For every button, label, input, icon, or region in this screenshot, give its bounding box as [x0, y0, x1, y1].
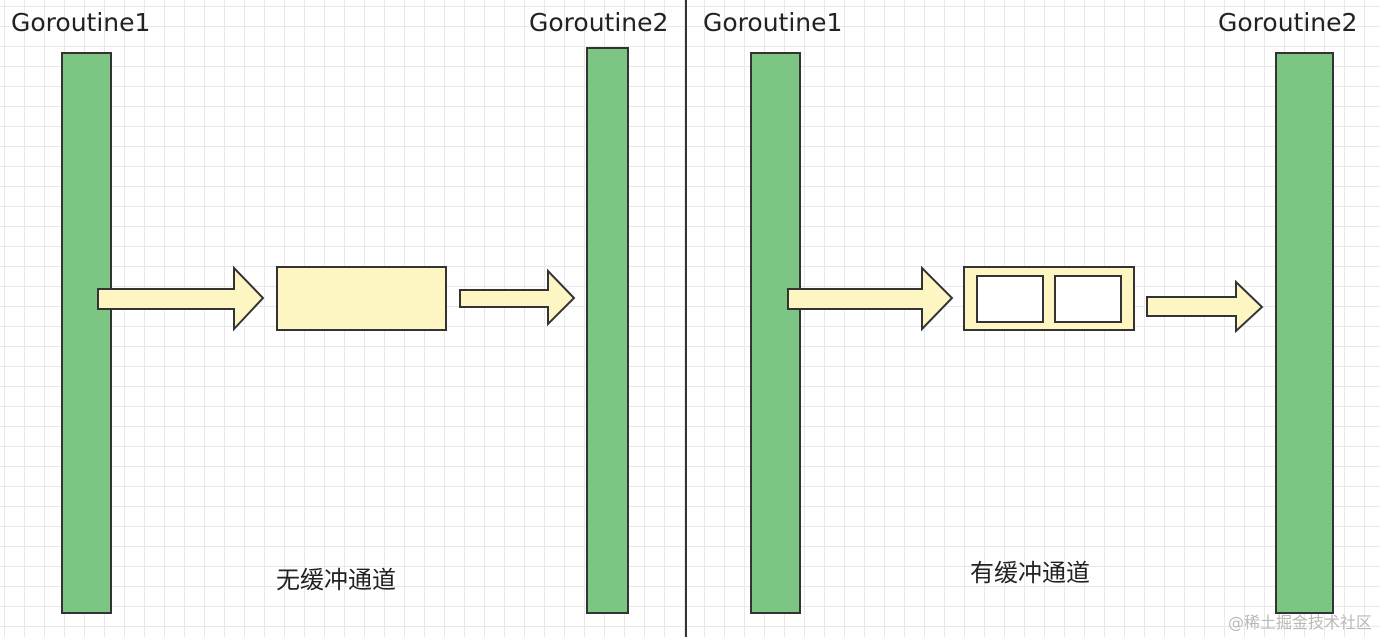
buffer-slot-1	[976, 275, 1044, 323]
right-send-arrow	[787, 265, 954, 332]
left-send-arrow	[97, 265, 265, 332]
left-receive-arrow	[459, 268, 576, 327]
right-goroutine2-label: Goroutine2	[1218, 8, 1358, 37]
left-goroutine2-label: Goroutine2	[529, 8, 669, 37]
right-caption: 有缓冲通道	[970, 559, 1090, 587]
buffer-slot-2	[1054, 275, 1122, 323]
left-goroutine1-bar	[61, 52, 112, 614]
right-goroutine2-bar	[1275, 52, 1334, 614]
unbuffered-channel-box	[276, 266, 447, 331]
right-goroutine1-label: Goroutine1	[703, 8, 843, 37]
right-receive-arrow	[1146, 279, 1264, 334]
left-caption: 无缓冲通道	[276, 566, 396, 594]
right-goroutine1-bar	[750, 52, 801, 614]
left-goroutine2-bar	[586, 47, 629, 614]
left-goroutine1-label: Goroutine1	[11, 8, 151, 37]
watermark: @稀土掘金技术社区	[1227, 613, 1372, 632]
